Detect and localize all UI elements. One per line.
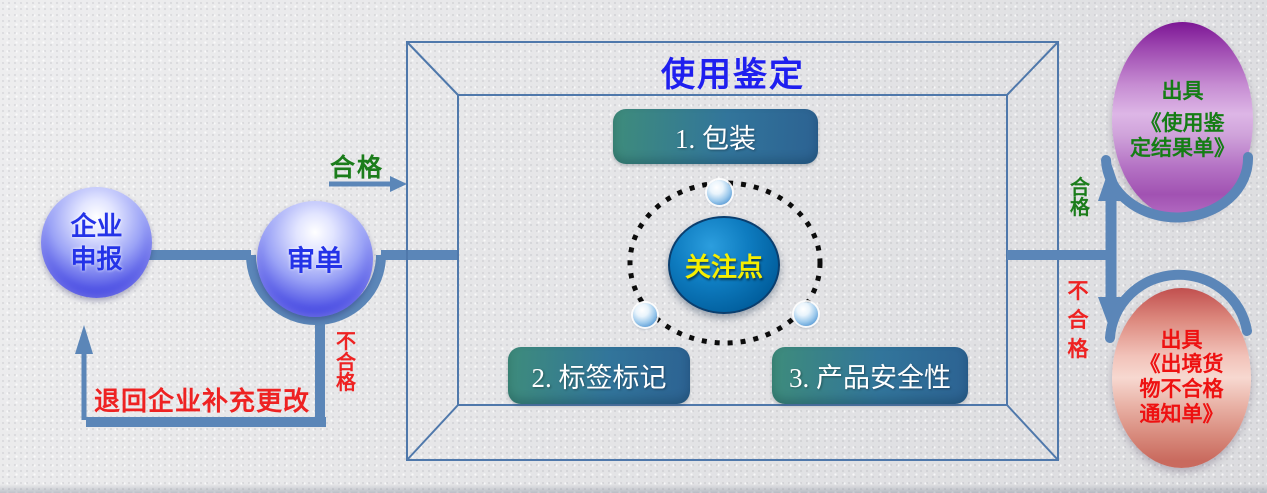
focus-item-packaging: 1. 包装 xyxy=(613,109,818,164)
result-fail-label: 不合格 xyxy=(1067,280,1089,361)
review-fail-label: 不合格 xyxy=(336,331,356,395)
orbit-sphere-icon xyxy=(707,180,732,205)
slide-bottom-edge xyxy=(0,484,1267,493)
arrow-down-icon xyxy=(1098,297,1124,332)
focus-point-node: 关注点 xyxy=(668,216,780,314)
page-title: 使用鉴定 xyxy=(661,56,805,94)
orbit-sphere-icon xyxy=(794,302,818,326)
result-pass-certificate-node: 出具 《使用鉴 定结果单》 xyxy=(1112,22,1253,218)
result-fail-notice-node: 出具 《出境货 物不合格 通知单》 xyxy=(1112,288,1251,468)
result-pass-label: 合格 xyxy=(1070,177,1090,220)
review-pass-label: 合格 xyxy=(330,154,385,182)
focus-item-labeling: 2. 标签标记 xyxy=(508,347,690,404)
document-review-node: 审单 xyxy=(257,201,373,317)
enterprise-declaration-node: 企业 申报 xyxy=(41,187,152,298)
focus-item-product-safety: 3. 产品安全性 xyxy=(772,347,968,404)
return-arrow-up-icon xyxy=(75,325,93,354)
return-to-enterprise-label: 退回企业补充更改 xyxy=(94,386,311,416)
enterprise-declaration-label: 企业 申报 xyxy=(70,211,123,274)
document-review-label: 审单 xyxy=(286,245,343,276)
orbit-sphere-icon xyxy=(633,303,657,327)
pass-arrow-right-icon xyxy=(390,176,407,192)
arrow-up-icon xyxy=(1098,163,1124,201)
